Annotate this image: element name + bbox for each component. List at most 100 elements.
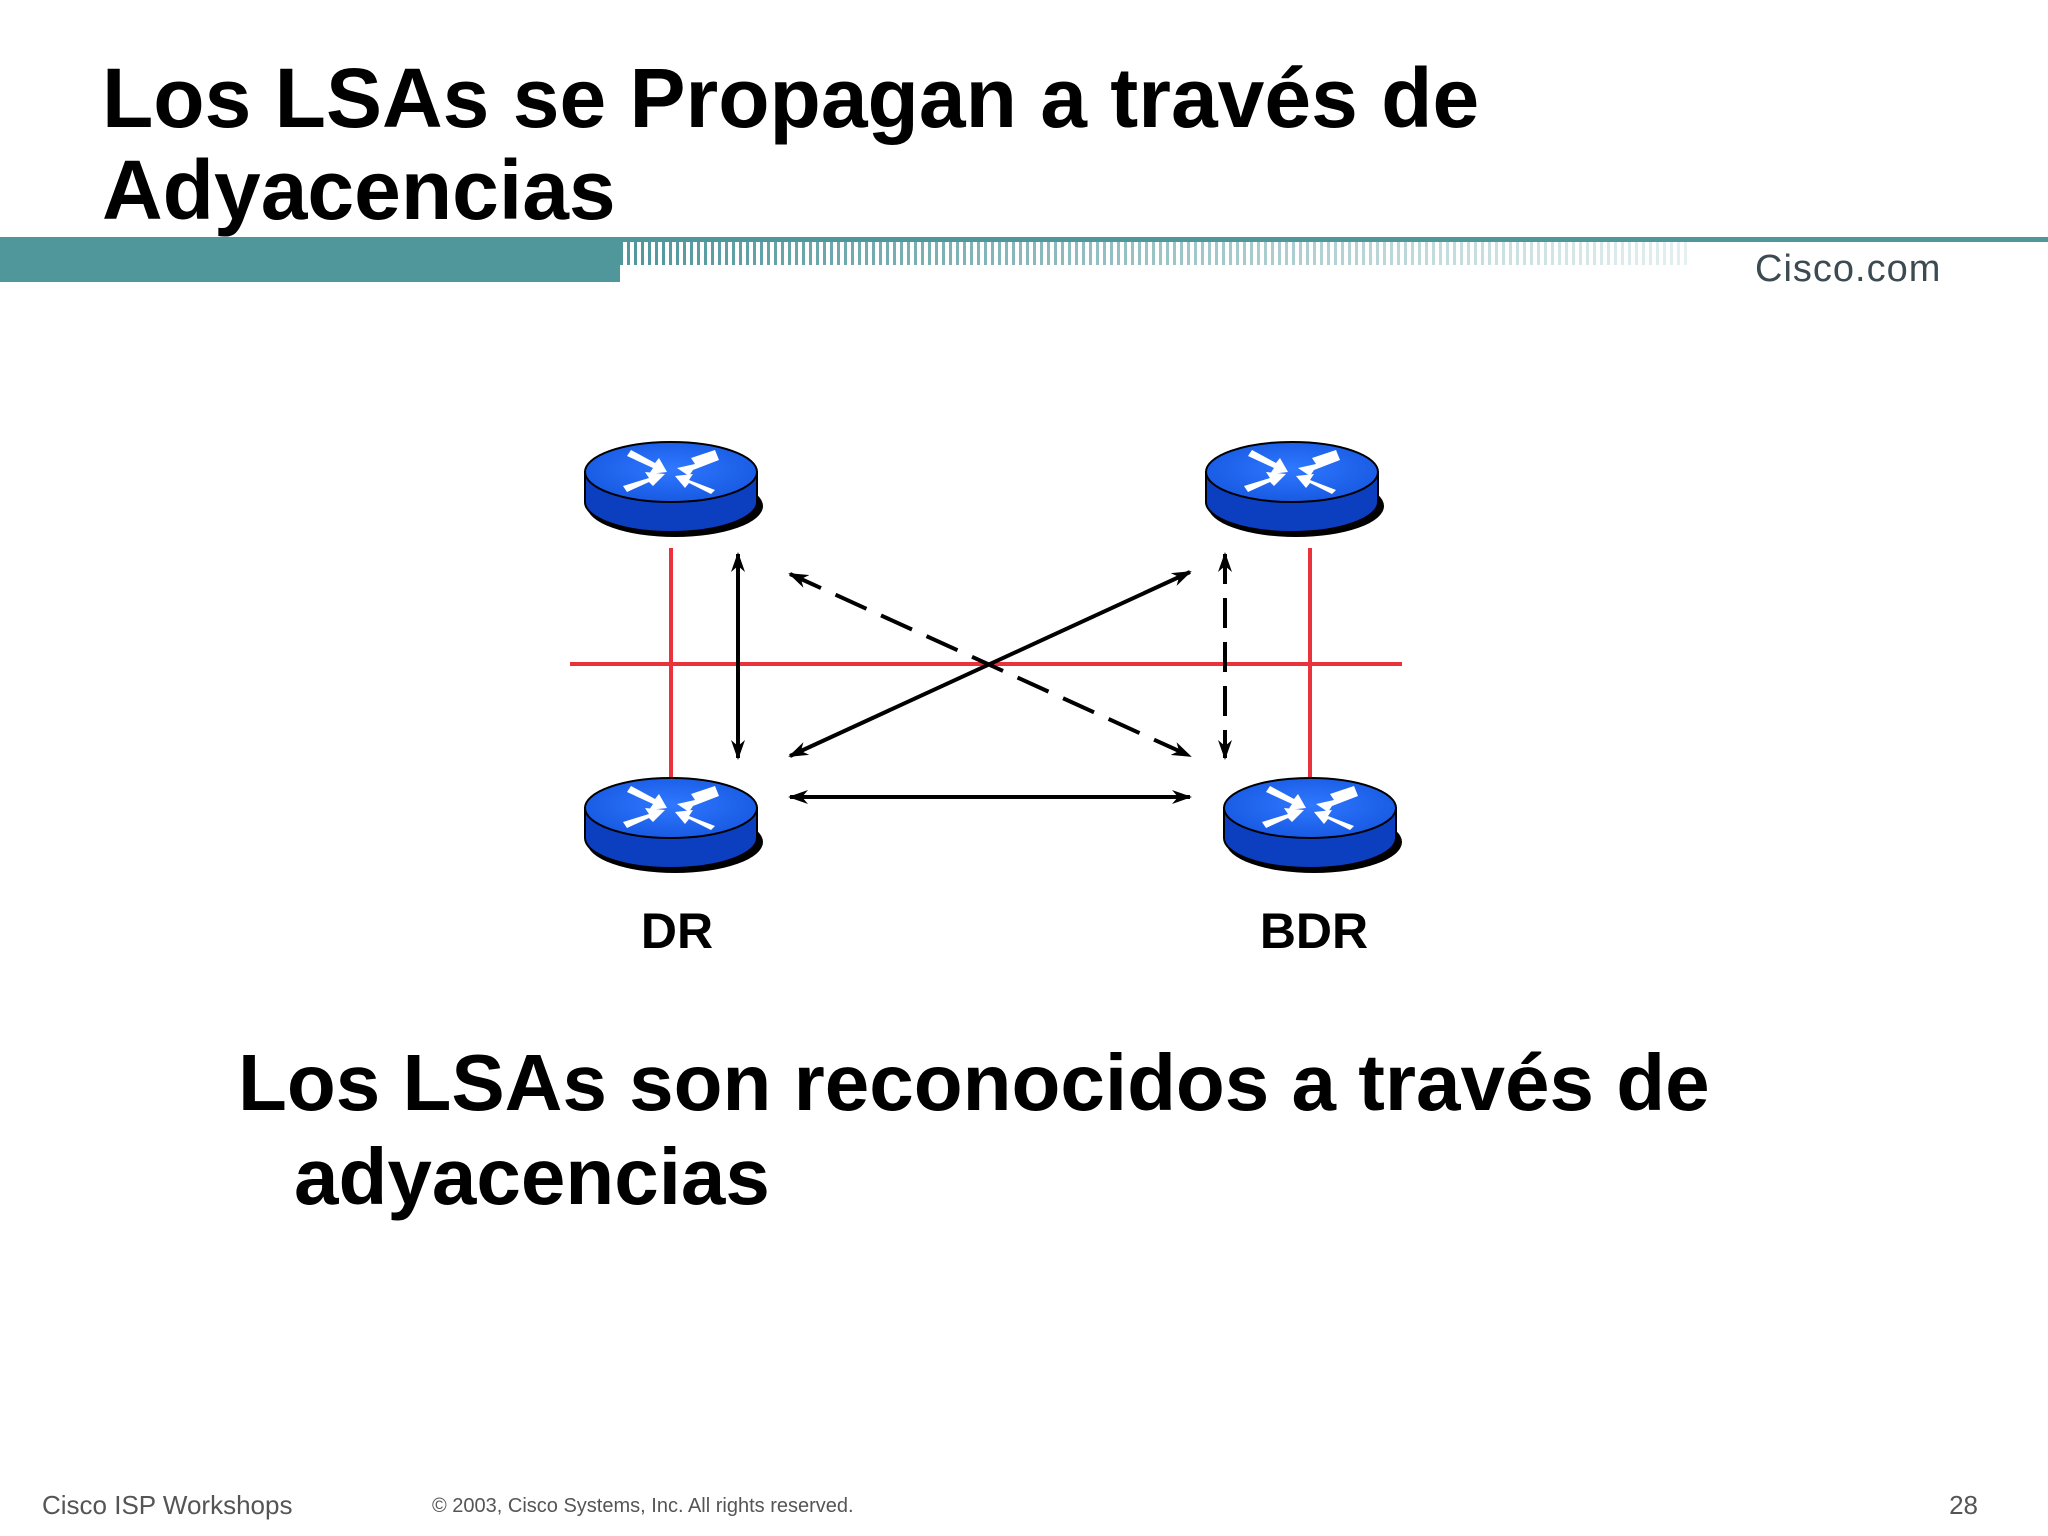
router-arrow-glyph bbox=[1296, 474, 1336, 494]
header-stripe bbox=[1481, 242, 1484, 265]
bullet-text: Los LSAs son reconocidos a través de ady… bbox=[238, 1036, 1888, 1224]
router-top bbox=[584, 441, 758, 503]
header-stripe bbox=[1537, 242, 1540, 265]
header-stripe bbox=[830, 242, 833, 265]
page-number: 28 bbox=[1949, 1490, 1978, 1520]
header-stripe bbox=[774, 242, 777, 265]
header-stripe bbox=[1341, 242, 1344, 265]
header-stripe bbox=[1642, 242, 1645, 265]
header-stripe bbox=[1103, 242, 1106, 265]
header-stripe bbox=[1432, 242, 1435, 265]
arrow-topleft-bdr-dashed bbox=[788, 572, 1192, 758]
header-stripe bbox=[1208, 242, 1211, 265]
header-stripe bbox=[1572, 242, 1575, 265]
header-stripe bbox=[1425, 242, 1428, 265]
header-stripe bbox=[1096, 242, 1099, 265]
header-stripe bbox=[816, 242, 819, 265]
header-stripe bbox=[1292, 242, 1295, 265]
header-stripe bbox=[1677, 242, 1680, 265]
header-stripe bbox=[1264, 242, 1267, 265]
header-stripe bbox=[1593, 242, 1596, 265]
router-arrow-glyph bbox=[1316, 786, 1358, 812]
header-stripe bbox=[1061, 242, 1064, 265]
header-stripe bbox=[662, 242, 665, 265]
cisco-brand-logo: Cisco.com bbox=[1755, 248, 1942, 290]
router-arrow-glyph bbox=[677, 450, 719, 476]
header-stripe bbox=[1488, 242, 1491, 265]
header-stripe bbox=[767, 242, 770, 265]
header-stripe bbox=[1460, 242, 1463, 265]
router-arrow-glyph bbox=[1314, 810, 1354, 830]
router-arrow-glyph bbox=[623, 808, 665, 828]
header-stripe bbox=[1362, 242, 1365, 265]
header-stripe bbox=[1187, 242, 1190, 265]
header-stripe bbox=[914, 242, 917, 265]
dr-label: DR bbox=[640, 903, 714, 959]
header-stripe bbox=[1019, 242, 1022, 265]
header-stripe bbox=[1033, 242, 1036, 265]
header-stripe bbox=[1656, 242, 1659, 265]
header-stripe bbox=[760, 242, 763, 265]
header-stripe bbox=[1138, 242, 1141, 265]
header-stripe bbox=[1278, 242, 1281, 265]
header-stripe bbox=[1194, 242, 1197, 265]
header-stripe bbox=[676, 242, 679, 265]
header-stripe bbox=[627, 242, 630, 265]
header-thin-line bbox=[0, 237, 2048, 242]
header-stripe bbox=[641, 242, 644, 265]
header-stripe bbox=[998, 242, 1001, 265]
header-stripes bbox=[620, 242, 1687, 265]
header-stripe bbox=[921, 242, 924, 265]
header-stripe bbox=[1334, 242, 1337, 265]
header-stripe bbox=[1523, 242, 1526, 265]
header-stripe bbox=[1257, 242, 1260, 265]
header-stripe bbox=[1145, 242, 1148, 265]
header-stripe bbox=[949, 242, 952, 265]
header-stripe bbox=[872, 242, 875, 265]
header-stripe bbox=[1306, 242, 1309, 265]
header-stripe bbox=[991, 242, 994, 265]
header-stripe bbox=[1117, 242, 1120, 265]
router-top bbox=[1205, 441, 1379, 503]
router-icon bbox=[584, 777, 763, 873]
header-stripe bbox=[802, 242, 805, 265]
header-stripe bbox=[1446, 242, 1449, 265]
header-stripe bbox=[634, 242, 637, 265]
header-stripe bbox=[1250, 242, 1253, 265]
router-arrow-glyph bbox=[1262, 808, 1304, 828]
header-stripe bbox=[879, 242, 882, 265]
header-stripe bbox=[1005, 242, 1008, 265]
header-stripe bbox=[1390, 242, 1393, 265]
header-stripe bbox=[1166, 242, 1169, 265]
footer-workshop: Cisco ISP Workshops bbox=[42, 1490, 293, 1520]
header-stripe bbox=[753, 242, 756, 265]
header-stripe bbox=[1082, 242, 1085, 265]
header-stripe bbox=[928, 242, 931, 265]
header-stripe bbox=[1173, 242, 1176, 265]
header-stripe bbox=[1313, 242, 1316, 265]
header-stripe bbox=[1467, 242, 1470, 265]
router-arrow-glyph bbox=[1248, 450, 1288, 474]
header-stripe bbox=[1152, 242, 1155, 265]
header-stripe bbox=[907, 242, 910, 265]
header-stripe bbox=[1495, 242, 1498, 265]
header-stripe bbox=[851, 242, 854, 265]
header-stripe bbox=[795, 242, 798, 265]
header-stripe bbox=[1201, 242, 1204, 265]
header-stripe bbox=[1222, 242, 1225, 265]
header-stripe bbox=[865, 242, 868, 265]
router-arrow-glyph bbox=[627, 450, 667, 474]
header-stripe bbox=[837, 242, 840, 265]
header-stripe bbox=[1565, 242, 1568, 265]
header-stripe bbox=[648, 242, 651, 265]
router-top bbox=[1223, 777, 1397, 839]
header-stripe bbox=[1159, 242, 1162, 265]
header-stripe bbox=[620, 242, 623, 265]
slide-title: Los LSAs se Propagan a través de Adyacen… bbox=[102, 51, 1480, 237]
header-stripe bbox=[935, 242, 938, 265]
header-stripe bbox=[655, 242, 658, 265]
router-arrow-glyph bbox=[675, 474, 715, 494]
header-stripe bbox=[1663, 242, 1666, 265]
header-stripe bbox=[1607, 242, 1610, 265]
